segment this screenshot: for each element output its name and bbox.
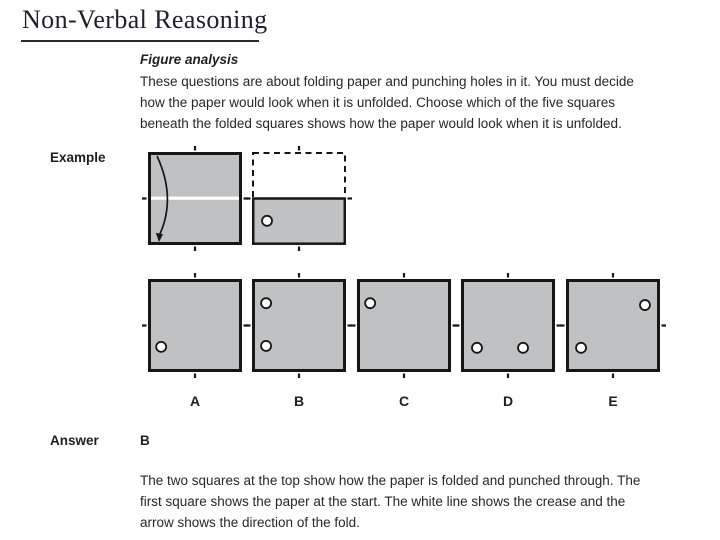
option-label-d: D	[502, 393, 514, 409]
option-squares-row	[142, 273, 668, 379]
option-square-c	[351, 273, 457, 378]
explanation-paragraph: The two squares at the top show how the …	[140, 473, 641, 530]
option-labels-row: A B C D E	[148, 393, 668, 413]
option-label-a: A	[189, 393, 201, 409]
title-underline	[21, 40, 259, 42]
page-title: Non-Verbal Reasoning	[22, 5, 268, 34]
option-label-c: C	[398, 393, 410, 409]
folded-squares-row	[142, 146, 588, 252]
intro-paragraph: These questions are about folding paper …	[140, 74, 634, 131]
section-heading: Figure analysis	[140, 52, 239, 67]
option-label-b: B	[293, 393, 305, 409]
option-square-a	[142, 273, 248, 378]
option-square-d	[455, 273, 561, 378]
answer-label: Answer	[50, 433, 99, 448]
fold-start-square	[142, 146, 248, 251]
option-square-b	[246, 273, 352, 378]
option-label-e: E	[608, 393, 618, 409]
example-label: Example	[50, 150, 106, 165]
answer-value: B	[140, 433, 150, 448]
option-square-e	[560, 273, 666, 378]
fold-result-square	[246, 146, 352, 251]
